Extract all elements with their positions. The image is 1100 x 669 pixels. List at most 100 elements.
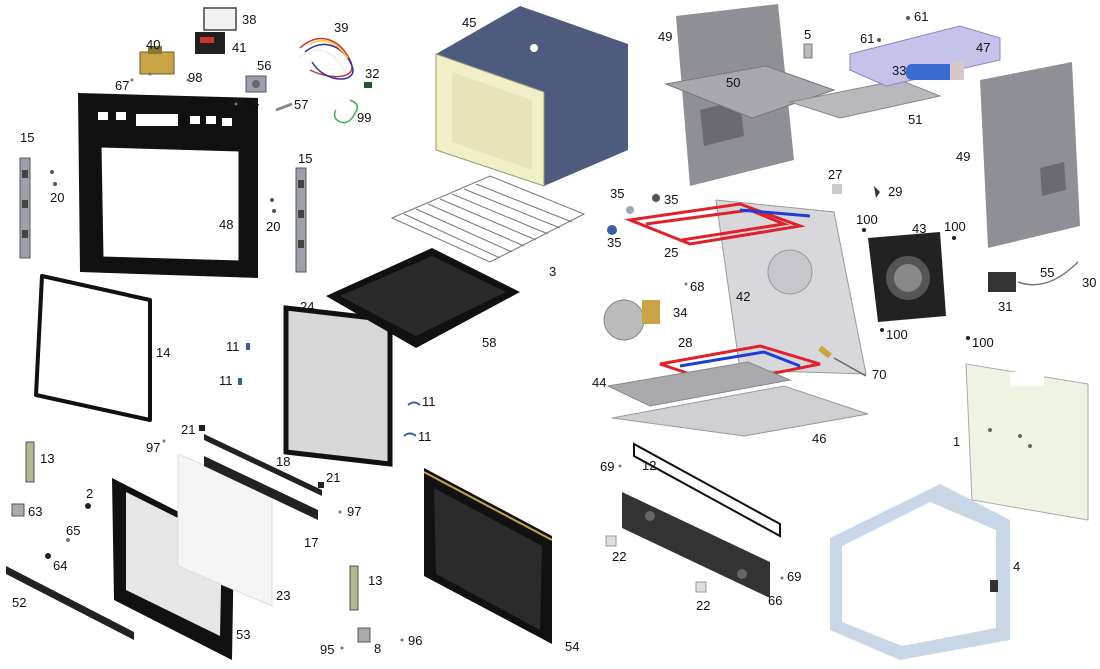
label-part-63: 63 <box>28 504 43 519</box>
part-98-screw <box>186 78 190 82</box>
label-part-28: 28 <box>678 335 693 350</box>
part-97-screw-left <box>162 439 166 443</box>
part-56-thermostat <box>245 75 267 93</box>
label-part-22-a: 22 <box>612 549 627 564</box>
label-part-12: 12 <box>642 458 657 473</box>
part-46-base-plate <box>611 385 869 437</box>
label-part-65: 65 <box>66 523 81 538</box>
part-66-control-panel <box>622 492 770 598</box>
part-27-bracket <box>832 184 842 194</box>
label-part-11-c: 11 <box>422 394 436 409</box>
label-part-68: 68 <box>690 279 705 294</box>
part-65-pin <box>66 538 70 542</box>
label-part-31: 31 <box>998 299 1013 314</box>
part-38-display-glass <box>203 7 237 31</box>
label-part-11-a: 11 <box>226 339 240 354</box>
label-part-57: 57 <box>294 97 309 112</box>
label-part-35-a: 35 <box>610 186 625 201</box>
part-47-cooling-fan-cover <box>849 25 1001 87</box>
part-14-door-gasket <box>34 274 152 422</box>
part-97-screw-right <box>338 510 342 514</box>
part-69-screw-right <box>780 576 784 580</box>
part-54-complete-door <box>423 468 553 644</box>
part-100-screws <box>862 228 970 340</box>
label-part-40: 40 <box>146 37 161 52</box>
label-part-55: 55 <box>1040 265 1055 280</box>
part-12-control-gasket <box>633 442 781 538</box>
part-70-heater-bracket <box>833 357 867 377</box>
part-32-connector <box>364 82 372 88</box>
label-part-47: 47 <box>976 40 991 55</box>
part-42-rear-panel <box>715 199 867 375</box>
label-part-100-c: 100 <box>886 327 908 342</box>
label-part-34: 34 <box>673 305 688 320</box>
label-part-41: 41 <box>232 40 247 55</box>
label-part-8: 8 <box>374 641 382 656</box>
part-67-screws <box>130 72 238 106</box>
label-part-24: 24 <box>300 299 315 314</box>
label-part-97-a: 97 <box>146 440 161 455</box>
part-30-power-cable <box>1017 261 1079 286</box>
label-part-29: 29 <box>888 184 903 199</box>
label-part-35-b: 35 <box>664 192 679 207</box>
label-part-23: 23 <box>276 588 291 603</box>
part-29-clip <box>874 186 880 198</box>
label-part-67-a: 67 <box>115 78 130 93</box>
label-part-96: 96 <box>408 633 423 648</box>
label-part-49-a: 49 <box>658 29 673 44</box>
part-21-end-cap-left <box>199 425 205 431</box>
part-96-pin <box>400 638 404 642</box>
label-part-35-c: 35 <box>607 235 622 250</box>
label-part-54: 54 <box>565 639 580 654</box>
part-20-screws-right <box>270 198 276 213</box>
part-35-nut-3 <box>607 225 617 235</box>
part-51-bottom-plate <box>788 79 942 119</box>
part-49-side-panel-right <box>980 62 1080 248</box>
part-18-door-profile-top <box>204 434 322 496</box>
label-part-13-b: 13 <box>368 573 383 588</box>
label-part-2: 2 <box>86 486 94 501</box>
part-4-outer-casing <box>830 484 1010 660</box>
label-part-67-b: 67 <box>245 101 260 116</box>
label-part-17: 17 <box>304 535 319 550</box>
part-22-knob-right <box>695 581 707 593</box>
part-69-screw-left <box>618 464 622 468</box>
part-15-side-rail-left <box>19 157 31 259</box>
label-part-69-a: 69 <box>600 459 615 474</box>
label-part-11-b: 11 <box>219 373 233 388</box>
part-8-hinge-block <box>357 627 371 643</box>
label-part-53: 53 <box>236 627 251 642</box>
label-part-44: 44 <box>592 375 607 390</box>
label-part-21-a: 21 <box>181 422 196 437</box>
label-part-14: 14 <box>156 345 171 360</box>
label-part-61-a: 61 <box>914 9 929 24</box>
label-part-95: 95 <box>320 642 335 657</box>
label-part-13-a: 13 <box>40 451 55 466</box>
label-part-51: 51 <box>908 112 923 127</box>
label-part-69-b: 69 <box>787 569 802 584</box>
part-5-bracket <box>803 43 813 59</box>
label-part-38: 38 <box>242 12 257 27</box>
part-35-nut-1 <box>626 206 634 214</box>
label-part-32: 32 <box>365 66 380 81</box>
part-45-oven-cavity <box>435 6 628 187</box>
label-part-66: 66 <box>768 593 783 608</box>
part-13-hinge-right <box>349 565 359 611</box>
label-part-50: 50 <box>726 75 741 90</box>
label-part-15-b: 15 <box>298 151 313 166</box>
part-2-screw <box>85 503 91 509</box>
part-34-fan-motor <box>603 299 660 341</box>
label-part-56: 56 <box>257 58 272 73</box>
label-part-46: 46 <box>812 431 827 446</box>
label-part-99: 99 <box>357 110 372 125</box>
label-part-20-a: 20 <box>50 190 65 205</box>
part-57-shaft <box>275 102 293 112</box>
part-39-cable-harness <box>297 37 354 80</box>
label-part-11-d: 11 <box>418 429 432 444</box>
label-part-20-b: 20 <box>266 219 281 234</box>
label-part-27: 27 <box>828 167 843 182</box>
label-part-49-b: 49 <box>956 149 971 164</box>
label-part-39: 39 <box>334 20 349 35</box>
label-part-52: 52 <box>12 595 27 610</box>
part-25-top-heater <box>624 202 811 246</box>
